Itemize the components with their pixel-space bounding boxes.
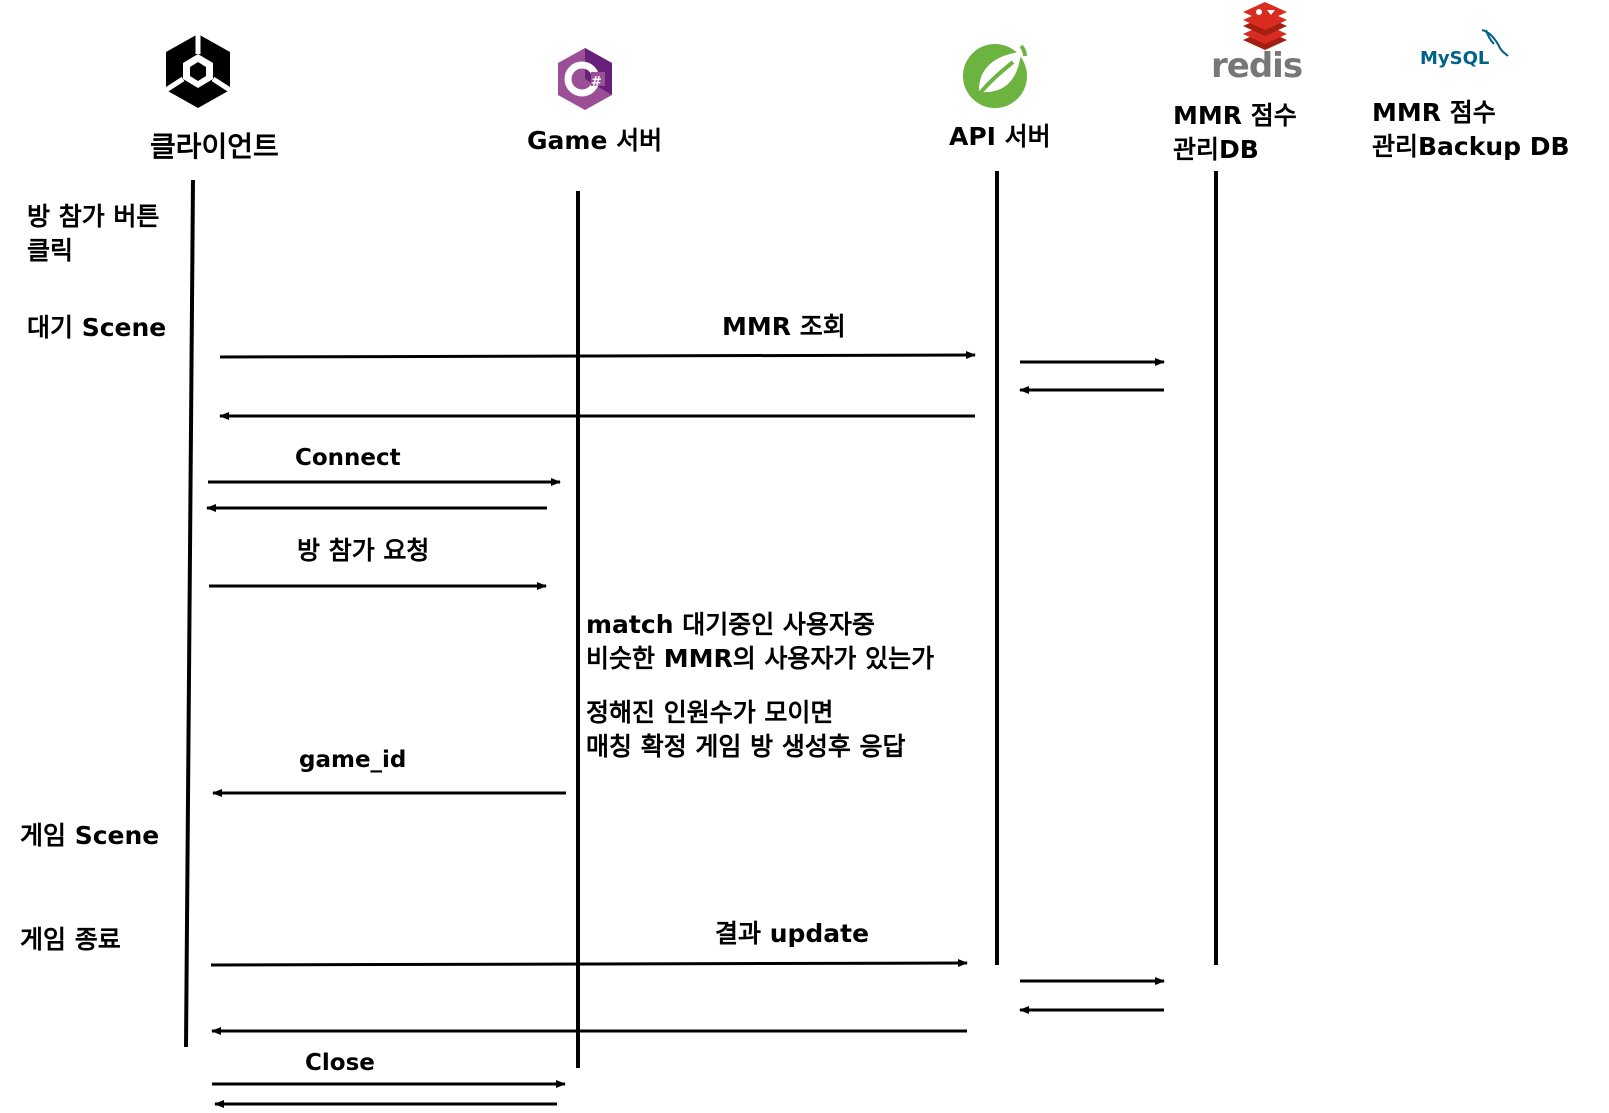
mmr-query-label: MMR 조회 [722,312,846,341]
stage-join-click-line2: 클릭 [27,236,74,265]
game-server-label: Game 서버 [527,126,663,155]
close-label: Close [305,1050,375,1076]
redis-db-label-line2: 관리DB [1173,135,1259,164]
unity-logo-icon [164,34,232,108]
stage-waiting-scene: 대기 Scene [27,313,167,342]
match-note-line2: 비슷한 MMR의 사용자가 있는가 [586,644,935,673]
result-update-arrow [210,959,968,968]
confirm-note-line1: 정해진 인원수가 모이면 [586,698,834,727]
stage-game-scene: 게임 Scene [20,821,160,850]
stage-join-click-line1: 방 참가 버튼 [27,202,160,231]
client-lifeline [184,179,195,1048]
svg-text:#: # [591,75,602,90]
result-update-label: 결과 update [715,919,870,948]
confirm-note-line2: 매칭 확정 게임 방 생성후 응답 [586,732,906,761]
mysql-db-label-line1: MMR 점수 [1372,98,1496,127]
mysql-db-label-line2: 관리Backup DB [1372,132,1570,161]
redis-logo-text: redis [1211,46,1303,86]
mmr-query-arrow [219,351,976,360]
mysql-logo-text: MySQL [1420,48,1490,69]
redis-db-label-line1: MMR 점수 [1173,101,1297,130]
connect-label: Connect [295,445,401,471]
spring-leaf-icon [963,44,1027,108]
join-request-label: 방 참가 요청 [297,536,430,565]
client-label: 클라이언트 [150,130,279,163]
mysql-logo-icon: MySQL [1420,26,1520,76]
match-note-line1: match 대기중인 사용자중 [586,610,875,639]
game-id-label: game_id [299,747,407,773]
redis-logo-icon: redis [1203,0,1323,90]
csharp-logo-icon: # [558,48,612,110]
api-server-label: API 서버 [949,122,1051,151]
stage-game-end: 게임 종료 [20,925,121,954]
